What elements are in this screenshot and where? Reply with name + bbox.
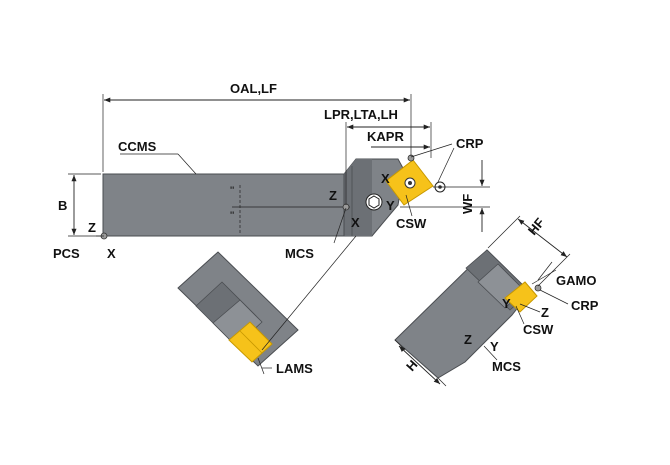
ccms-label: CCMS xyxy=(118,139,157,154)
gamo-label: GAMO xyxy=(556,273,596,288)
lams-view: LAMS xyxy=(177,235,357,376)
lpr-label: LPR,LTA,LH xyxy=(324,107,398,122)
pcs-z-label: Z xyxy=(88,220,96,235)
dot-icon xyxy=(534,284,542,292)
side-view: HF GAMO CRP Y Z CSW H Z Y MCS xyxy=(394,215,599,387)
hex-screw-icon xyxy=(365,193,383,211)
mcs-side-label: MCS xyxy=(492,359,521,374)
pcs-x-label: X xyxy=(107,246,116,261)
wf-label: WF xyxy=(460,194,475,214)
mcs-x-label: X xyxy=(351,215,360,230)
side-csw-label: CSW xyxy=(523,322,554,337)
lams-label: LAMS xyxy=(276,361,313,376)
kapr-label: KAPR xyxy=(367,129,404,144)
crp-top-label: CRP xyxy=(456,136,484,151)
shank-mark: '' xyxy=(230,185,234,195)
side-insert xyxy=(504,281,538,313)
tool-head-shade xyxy=(344,159,372,236)
top-view: '' '' xyxy=(100,154,446,240)
pcs-label: PCS xyxy=(53,246,80,261)
shank-mark: '' xyxy=(230,210,234,220)
side-mcs-y-label: Y xyxy=(490,339,499,354)
mcs-z-label: Z xyxy=(329,188,337,203)
crp-side-label: CRP xyxy=(571,298,599,313)
oal-lf-label: OAL,LF xyxy=(230,81,277,96)
b-label: B xyxy=(58,198,67,213)
side-mcs-z-label: Z xyxy=(464,332,472,347)
top-dimensions: OAL,LF LPR,LTA,LH KAPR CRP CCMS B WF Z P… xyxy=(53,81,490,261)
csw-top-label: CSW xyxy=(396,216,427,231)
side-y-label: Y xyxy=(502,296,511,311)
hf-label: HF xyxy=(525,215,548,238)
insert-x-label: X xyxy=(381,171,390,186)
insert-y-label: Y xyxy=(386,198,395,213)
mcs-top-label: MCS xyxy=(285,246,314,261)
side-z-label: Z xyxy=(541,305,549,320)
